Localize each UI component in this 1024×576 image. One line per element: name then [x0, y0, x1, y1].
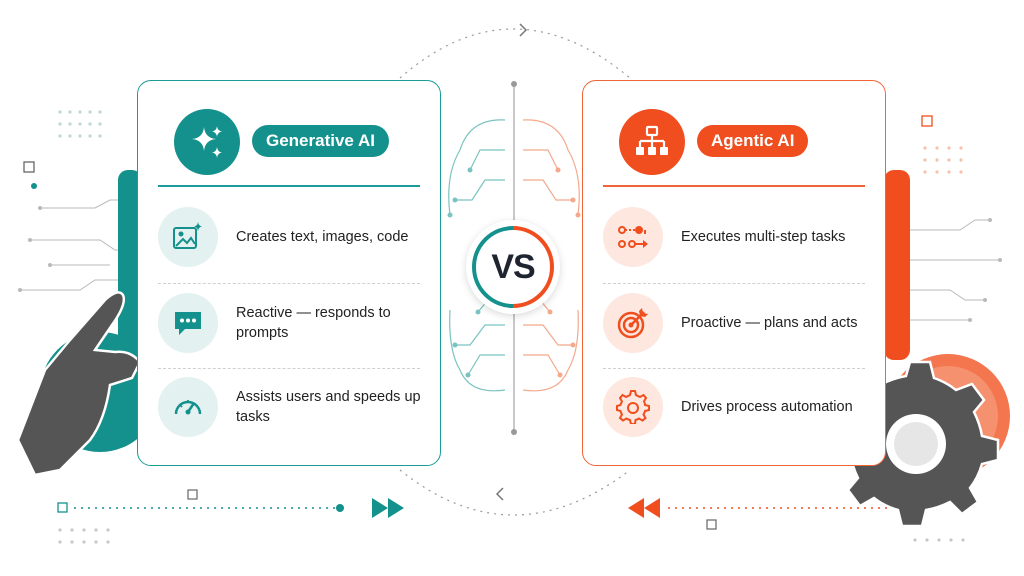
item-text: Proactive — plans and acts [681, 315, 858, 331]
agentic-ai-title: Agentic AI [697, 125, 809, 157]
item-divider [158, 368, 420, 369]
speedometer-icon [158, 377, 218, 437]
target-arrow-icon [603, 293, 663, 353]
list-item: Creates text, images, code [158, 201, 420, 273]
list-item: Executes multi-step tasks [603, 201, 865, 273]
workflow-steps-icon [603, 207, 663, 267]
gear-icon [603, 377, 663, 437]
item-divider [603, 368, 865, 369]
image-sparkle-icon [158, 207, 218, 267]
item-text: Executes multi-step tasks [681, 229, 846, 245]
chat-bubble-icon [158, 293, 218, 353]
item-text: Assists users and speeds up tasks [236, 389, 421, 425]
header-divider [158, 185, 420, 187]
agentic-ai-card: Agentic AI Executes multi-step tasks [582, 80, 886, 466]
vs-label: VS [491, 247, 535, 286]
pointing-hand-icon [16, 291, 142, 477]
list-item: Drives process automation [603, 371, 865, 443]
item-text: Drives process automation [681, 399, 853, 415]
header-divider [603, 185, 865, 187]
item-text: Creates text, images, code [236, 229, 409, 245]
generative-ai-card: Generative AI Creates text, images, code [137, 80, 441, 466]
item-text: Reactive — responds to prompts [236, 305, 391, 341]
list-item: Reactive — responds to prompts [158, 287, 420, 359]
sparkles-icon [174, 109, 240, 175]
generative-ai-title: Generative AI [252, 125, 389, 157]
item-divider [603, 283, 865, 284]
arc-arrow-bottom [495, 487, 504, 501]
arc-arrow-top [519, 23, 528, 37]
vs-badge: VS [466, 220, 560, 314]
rewind-icon [628, 498, 660, 518]
item-divider [158, 283, 420, 284]
fast-forward-icon [372, 498, 404, 518]
list-item: Proactive — plans and acts [603, 287, 865, 359]
hierarchy-icon [619, 109, 685, 175]
list-item: Assists users and speeds up tasks [158, 371, 421, 443]
